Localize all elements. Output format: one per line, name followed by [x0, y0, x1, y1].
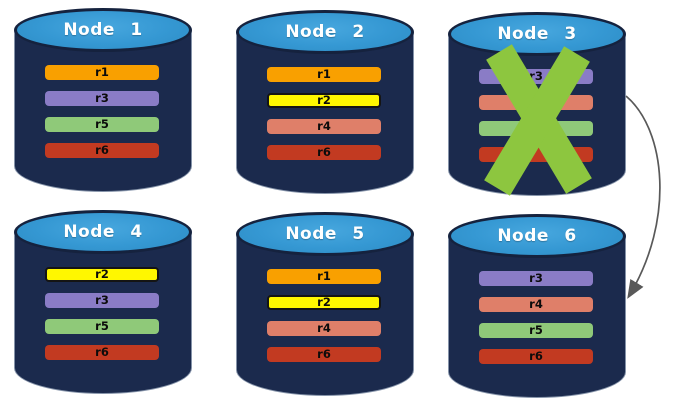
node-cylinder-4: Node 4 r2 r3 r5 r6 [14, 210, 192, 394]
replica-bar: r6 [45, 143, 159, 158]
replica-label: r6 [95, 344, 109, 359]
node-cylinder-1: Node 1 r1 r3 r5 r6 [14, 8, 192, 192]
replica-label: r2 [317, 92, 331, 107]
node-title: Node 1 [63, 20, 143, 40]
cylinder-body [448, 236, 626, 398]
node-title: Node 6 [497, 226, 577, 246]
replica-list: r3 [479, 69, 593, 162]
replica-bar [479, 95, 593, 110]
replica-label: r6 [317, 346, 331, 361]
replica-bar: r6 [267, 145, 381, 160]
replica-label: r3 [529, 68, 543, 83]
node-title: Node 3 [497, 24, 577, 44]
node-cylinder-2: Node 2 r1 r2 r4 r6 [236, 10, 414, 194]
cylinder-body [14, 30, 192, 192]
replica-bar: r4 [267, 321, 381, 336]
replica-bar: r3 [45, 91, 159, 106]
replica-list: r1 r2 r4 r6 [267, 269, 381, 362]
replica-bar: r3 [479, 69, 593, 84]
replica-bar [479, 121, 593, 136]
replica-list: r3 r4 r5 r6 [479, 271, 593, 364]
replica-bar: r2 [267, 93, 381, 108]
replica-bar: r1 [267, 67, 381, 82]
replica-label: r4 [317, 320, 331, 335]
replica-label: r2 [95, 266, 109, 281]
replica-bar: r1 [267, 269, 381, 284]
replica-label: r2 [317, 294, 331, 309]
node-cylinder-3: Node 3 r3 [448, 12, 626, 196]
replica-label: r5 [529, 322, 543, 337]
replica-list: r1 r2 r4 r6 [267, 67, 381, 160]
replica-bar: r5 [45, 117, 159, 132]
replica-label: r5 [95, 318, 109, 333]
cylinder-top: Node 4 [14, 210, 192, 254]
cylinder-body [236, 234, 414, 396]
replica-label: r4 [317, 118, 331, 133]
node-cylinder-5: Node 5 r1 r2 r4 r6 [236, 212, 414, 396]
cylinder-top: Node 1 [14, 8, 192, 52]
replica-bar: r5 [479, 323, 593, 338]
replica-label: r4 [529, 296, 543, 311]
replica-bar: r6 [267, 347, 381, 362]
node-title: Node 2 [285, 22, 365, 42]
cylinder-top: Node 5 [236, 212, 414, 256]
replica-label: r1 [95, 64, 109, 79]
node-title: Node 4 [63, 222, 143, 242]
replica-label: r3 [529, 270, 543, 285]
replica-label: r1 [317, 66, 331, 81]
replica-bar: r1 [45, 65, 159, 80]
replica-bar: r2 [45, 267, 159, 282]
node-cylinder-6: Node 6 r3 r4 r5 r6 [448, 214, 626, 398]
replica-label: r5 [95, 116, 109, 131]
replica-label: r6 [529, 348, 543, 363]
replica-list: r1 r3 r5 r6 [45, 65, 159, 158]
node-title: Node 5 [285, 224, 365, 244]
replica-bar: r4 [267, 119, 381, 134]
replica-bar: r2 [267, 295, 381, 310]
replica-label: r3 [95, 90, 109, 105]
replica-list: r2 r3 r5 r6 [45, 267, 159, 360]
cylinder-top: Node 6 [448, 214, 626, 258]
replica-bar: r3 [45, 293, 159, 308]
replica-bar: r5 [45, 319, 159, 334]
replica-bar: r6 [45, 345, 159, 360]
replica-label: r6 [95, 142, 109, 157]
cylinder-top: Node 2 [236, 10, 414, 54]
replica-label: r6 [317, 144, 331, 159]
cylinder-body [14, 232, 192, 394]
replica-label: r1 [317, 268, 331, 283]
replica-bar: r4 [479, 297, 593, 312]
replica-bar [479, 147, 593, 162]
replica-label: r3 [95, 292, 109, 307]
replica-bar: r6 [479, 349, 593, 364]
cylinder-top: Node 3 [448, 12, 626, 56]
cylinder-body [236, 32, 414, 194]
replica-bar: r3 [479, 271, 593, 286]
failover-arrow [625, 95, 661, 299]
